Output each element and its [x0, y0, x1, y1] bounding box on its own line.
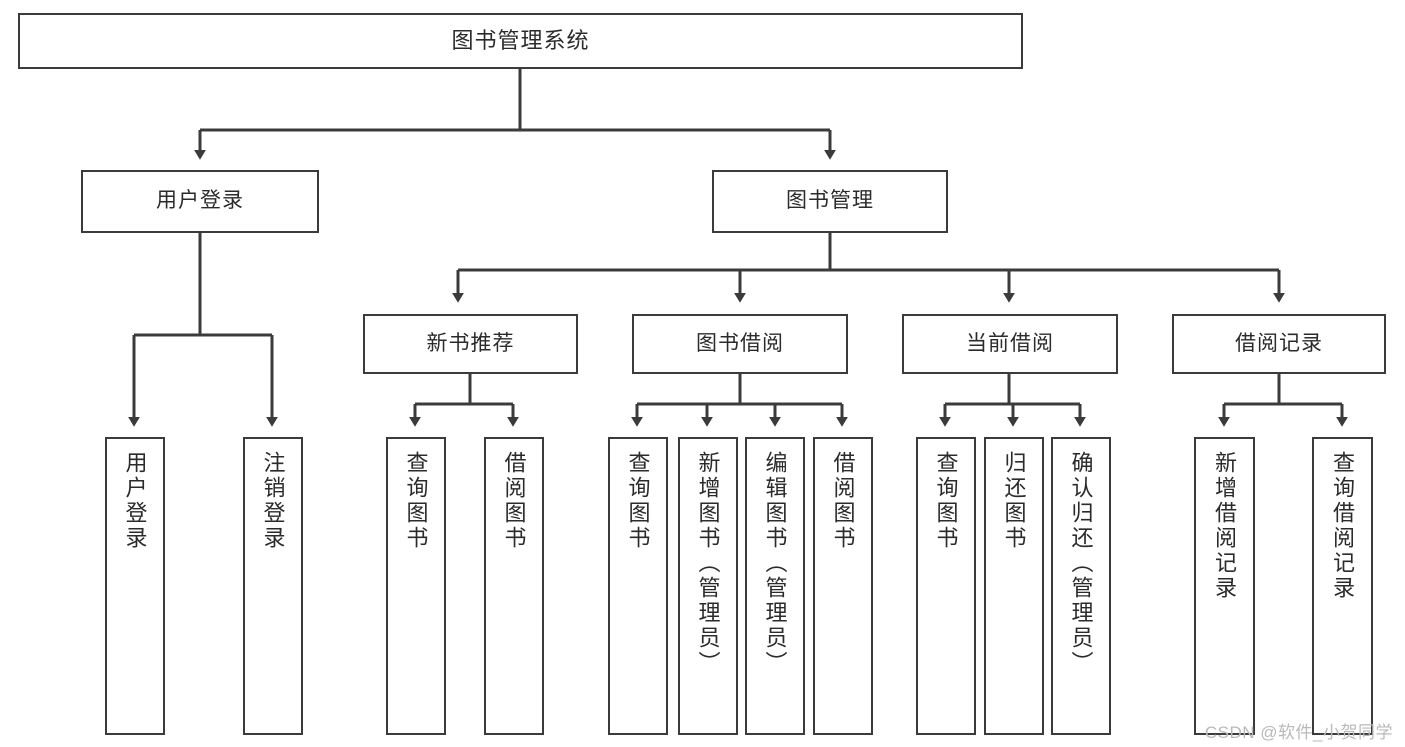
node-book-borrow[interactable]: 图书借阅: [632, 314, 848, 374]
node-leaf-edit-book-label: 编辑图书（管理员）: [762, 451, 788, 676]
node-leaf-return-book-label: 归还图书: [1001, 451, 1027, 551]
node-user-login[interactable]: 用户登录: [81, 170, 319, 233]
node-current-borrow[interactable]: 当前借阅: [902, 314, 1118, 374]
node-leaf-add-record-label: 新增借阅记录: [1212, 451, 1238, 601]
node-leaf-query-book-1[interactable]: 查询图书: [386, 437, 446, 735]
node-leaf-user-login-label: 用户登录: [122, 451, 148, 551]
node-leaf-query-book-2-label: 查询图书: [625, 451, 651, 551]
node-leaf-confirm-return-label: 确认归还（管理员）: [1068, 451, 1094, 676]
node-leaf-query-book-3-label: 查询图书: [933, 451, 959, 551]
node-leaf-return-book[interactable]: 归还图书: [984, 437, 1044, 735]
node-leaf-user-login[interactable]: 用户登录: [105, 437, 165, 735]
node-book-manage[interactable]: 图书管理: [712, 170, 948, 233]
node-leaf-logout-login[interactable]: 注销登录: [243, 437, 303, 735]
node-user-login-label: 用户登录: [156, 189, 244, 213]
node-leaf-confirm-return[interactable]: 确认归还（管理员）: [1051, 437, 1111, 735]
node-leaf-query-book-2[interactable]: 查询图书: [608, 437, 668, 735]
node-leaf-borrow-book-2-label: 借阅图书: [830, 451, 856, 551]
node-new-book-recommend[interactable]: 新书推荐: [363, 314, 578, 374]
node-root-label: 图书管理系统: [451, 28, 590, 54]
node-borrow-record-label: 借阅记录: [1235, 331, 1323, 355]
node-leaf-borrow-book-2[interactable]: 借阅图书: [813, 437, 873, 735]
node-leaf-add-book-label: 新增图书（管理员）: [695, 451, 721, 676]
node-leaf-query-book-1-label: 查询图书: [403, 451, 429, 551]
node-new-book-recommend-label: 新书推荐: [426, 331, 515, 355]
watermark: CSDN @软件_小贺同学: [1204, 723, 1393, 742]
node-leaf-add-book[interactable]: 新增图书（管理员）: [678, 437, 738, 735]
node-book-borrow-label: 图书借阅: [696, 331, 784, 355]
node-book-manage-label: 图书管理: [786, 189, 874, 213]
node-leaf-add-record[interactable]: 新增借阅记录: [1194, 437, 1255, 735]
node-root[interactable]: 图书管理系统: [18, 13, 1023, 69]
node-current-borrow-label: 当前借阅: [966, 331, 1054, 355]
node-leaf-query-record-label: 查询借阅记录: [1330, 451, 1356, 601]
node-leaf-borrow-book-1-label: 借阅图书: [501, 451, 527, 551]
node-leaf-edit-book[interactable]: 编辑图书（管理员）: [745, 437, 805, 735]
node-leaf-query-book-3[interactable]: 查询图书: [916, 437, 976, 735]
node-leaf-logout-login-label: 注销登录: [260, 451, 286, 551]
node-leaf-query-record[interactable]: 查询借阅记录: [1312, 437, 1373, 735]
node-borrow-record[interactable]: 借阅记录: [1172, 314, 1386, 374]
node-leaf-borrow-book-1[interactable]: 借阅图书: [484, 437, 544, 735]
